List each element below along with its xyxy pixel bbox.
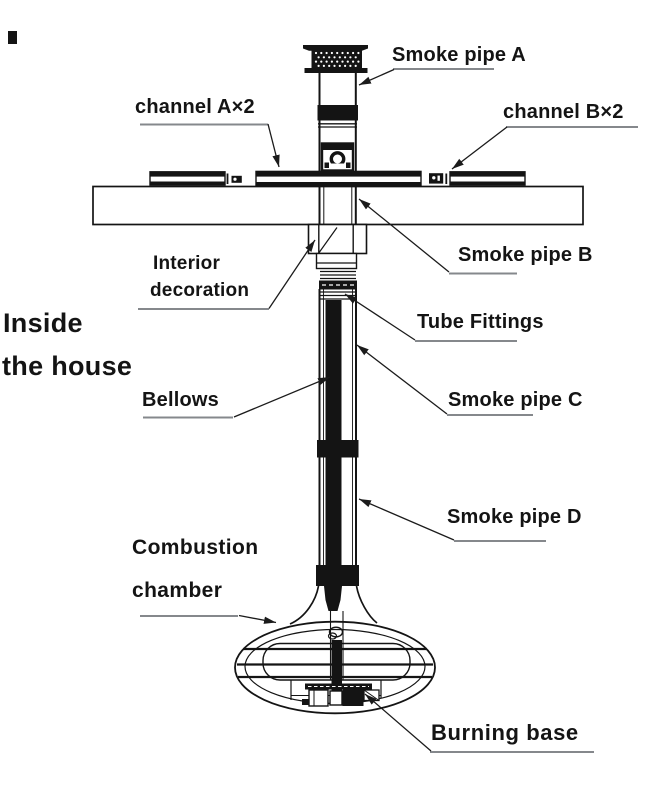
label-channel-a: channel A×2 [135,96,255,118]
label-smoke-pipe-a: Smoke pipe A [392,44,526,66]
bellows-leader [233,376,331,418]
bellows-strip [325,300,342,440]
center-post [331,640,342,695]
tube-fittings-leader [344,293,416,341]
burning-base-leader [364,693,432,752]
pipe-through-roof [318,186,357,225]
label-smoke-pipe-c: Smoke pipe C [448,389,583,411]
leader-lines [233,68,508,752]
pipe-coupling-lower [316,565,359,586]
roof-slab [92,185,584,226]
combustion-chamber-body [234,611,436,715]
label-tube-fittings: Tube Fittings [417,311,544,333]
label-underlines [138,68,638,753]
pipe-clamp [320,142,355,172]
label-channel-b: channel B×2 [503,101,624,123]
chimney-cap [303,45,368,73]
smoke-pipe-b-leader [358,198,450,273]
label-burning-base: Burning base [431,720,579,745]
label-bellows: Bellows [142,389,219,411]
smoke-pipe-c-leader [356,344,448,415]
label-smoke-pipe-d: Smoke pipe D [447,506,582,528]
smoke-pipe-d-drawing [318,457,357,565]
pipe-coupling-upper [317,440,359,458]
smoke-pipe-a-leader [358,68,395,86]
label-interior-line1: Interior [153,253,221,274]
label-inside-line2: the house [2,351,133,381]
channel-bars [149,170,526,188]
corner-mark [8,31,17,44]
smoke-pipe-c-drawing [318,289,357,440]
smoke-pipe-a-drawing [317,73,358,172]
channel-b-leader [451,126,508,170]
smoke-pipe-d-leader [358,498,455,541]
combustion-chamber-leader [238,614,277,624]
label-combustion-line1: Combustion [132,536,259,559]
label-combustion-line2: chamber [132,579,223,602]
channel-a-leader [267,123,280,168]
label-inside-line1: Inside [3,308,83,338]
cap-vent-holes [314,51,360,67]
label-interior-line2: decoration [150,280,250,301]
interior-decoration-leader [268,239,316,309]
tube-fittings-drawing [319,270,357,300]
label-smoke-pipe-b: Smoke pipe B [458,244,593,266]
ceiling-collar [307,223,368,270]
funnel [289,585,378,625]
